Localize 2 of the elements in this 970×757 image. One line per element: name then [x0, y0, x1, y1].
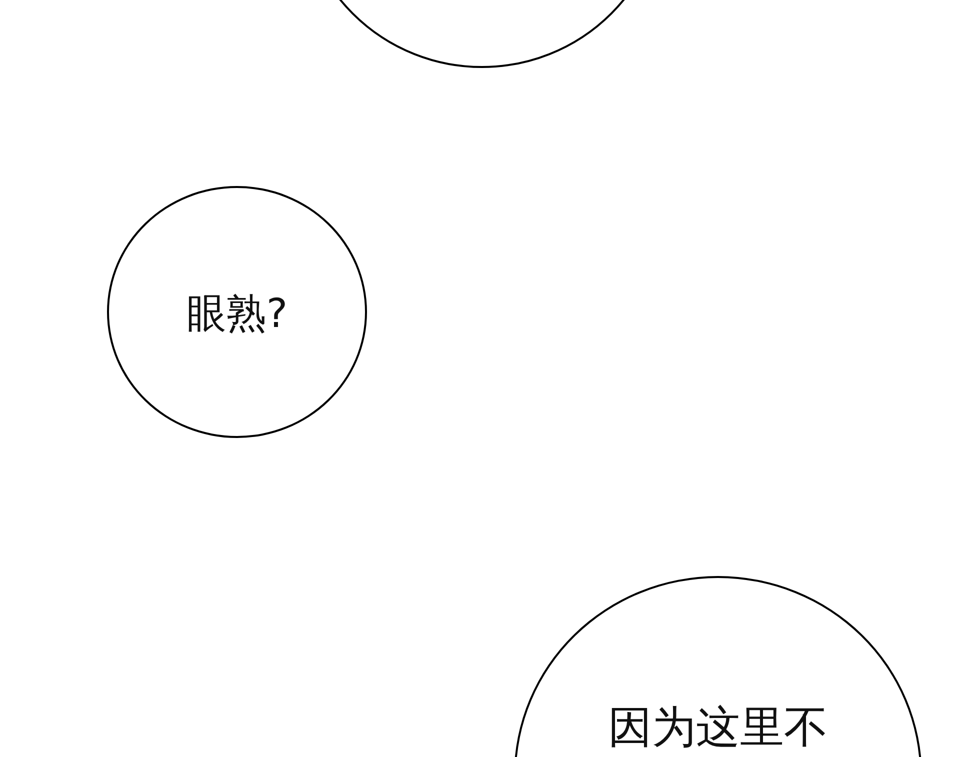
speech-text: 因为这里不 — [607, 701, 829, 755]
speech-text: 眼熟? — [185, 290, 289, 339]
